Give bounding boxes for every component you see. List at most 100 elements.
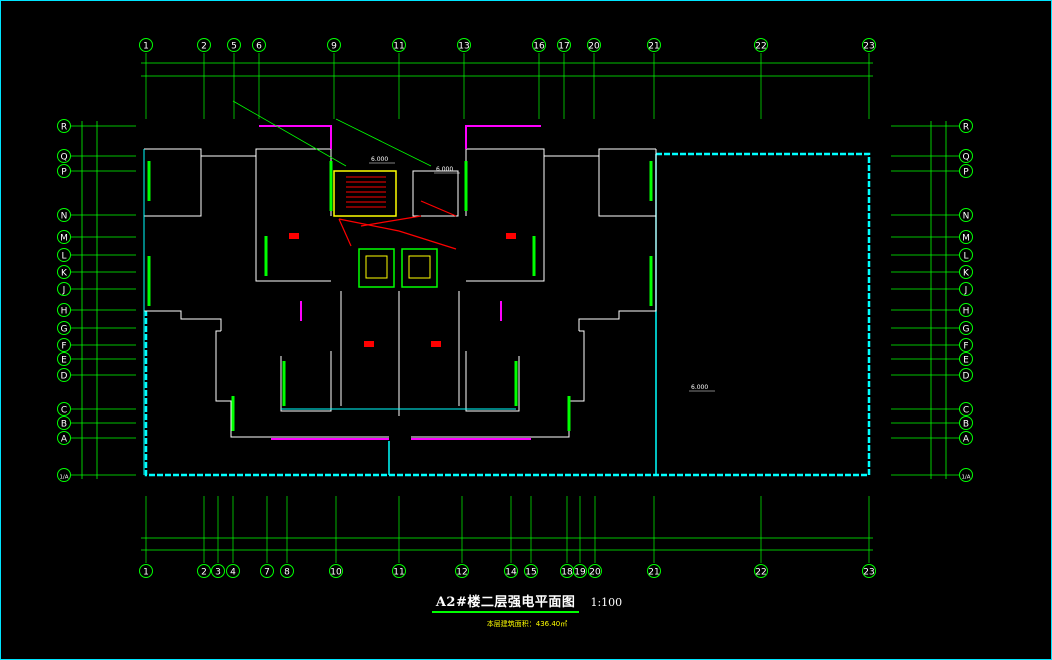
axis-bubble-circle — [57, 119, 71, 133]
bottom-axis-bubble: 18 — [560, 564, 574, 578]
right-row-bubble: N — [959, 208, 973, 222]
wall-segment — [143, 149, 222, 331]
floor-area-label: 本层建筑面积： — [486, 620, 536, 628]
axis-bubble-circle — [959, 303, 973, 317]
axis-bubble-circle — [754, 38, 768, 52]
title-block: A2#楼二层强电平面图 1:100 本层建筑面积：436.40㎡ — [1, 591, 1052, 629]
wall-segment — [466, 156, 545, 282]
axis-bubble-circle — [959, 119, 973, 133]
axis-bubble-label: J — [62, 286, 66, 296]
right-row-bubble: 1/A — [959, 468, 973, 482]
axis-bubble-label: 5 — [231, 42, 237, 52]
left-row-bubble: R — [57, 119, 71, 133]
distribution-box — [364, 341, 374, 347]
axis-bubble-label: R — [61, 123, 67, 133]
wall-segment — [465, 351, 520, 412]
wall-segment — [411, 330, 585, 438]
top-axis-bubble: 5 — [227, 38, 241, 52]
top-axis-bubble: 1 — [139, 38, 153, 52]
elevator-right — [401, 248, 438, 288]
axis-bubble-circle — [197, 564, 211, 578]
shaft-box — [412, 170, 459, 217]
axis-bubble-label: 8 — [284, 568, 290, 578]
axis-bubble-label: 9 — [331, 42, 337, 52]
wall-segment — [255, 156, 331, 282]
elevation-label: 6.000 — [371, 156, 388, 163]
axis-bubble-label: B — [963, 420, 969, 430]
wall-segment — [144, 156, 202, 217]
axis-bubble-circle — [139, 564, 153, 578]
axis-bubble-label: R — [963, 123, 969, 133]
bottom-axis-bubble: 7 — [260, 564, 274, 578]
axis-bubble-label: 21 — [648, 568, 659, 578]
axis-bubble-circle — [588, 564, 602, 578]
elevator-left — [358, 248, 395, 288]
axis-bubble-label: K — [963, 269, 970, 279]
wall-segment — [144, 148, 332, 216]
axis-bubble-label: 20 — [589, 568, 601, 578]
axis-bubble-circle — [455, 564, 469, 578]
axis-bubble-circle — [959, 321, 973, 335]
bottom-axis-bubble: 12 — [455, 564, 469, 578]
wiring-run — [398, 230, 457, 250]
axis-bubble-circle — [57, 402, 71, 416]
elevator-car-right — [408, 255, 431, 279]
axis-bubble-label: M — [60, 234, 68, 244]
axis-bubble-label: D — [61, 372, 68, 382]
axis-bubble-label: G — [963, 325, 970, 335]
axis-bubble-label: 4 — [230, 568, 236, 578]
axis-bubble-label: Q — [962, 153, 969, 163]
axis-bubble-label: 1 — [143, 568, 149, 578]
axis-bubble-label: 13 — [458, 42, 469, 52]
axis-bubble-label: 16 — [533, 42, 545, 52]
axis-bubble-circle — [57, 368, 71, 382]
top-axis-bubble: 11 — [392, 38, 406, 52]
axis-bubble-circle — [260, 564, 274, 578]
axis-bubble-circle — [327, 38, 341, 52]
bottom-axis-bubble: 4 — [226, 564, 240, 578]
wiring-run — [360, 215, 422, 227]
axis-bubble-label: L — [963, 252, 968, 262]
top-axis-bubble: 21 — [647, 38, 661, 52]
right-row-bubble: G — [959, 321, 973, 335]
axis-bubble-label: 1/A — [59, 475, 68, 481]
floor-area-value: 436.40㎡ — [535, 620, 568, 628]
wall-segment — [598, 156, 656, 217]
axis-bubble-label: C — [963, 406, 969, 416]
bottom-axis-bubble: 8 — [280, 564, 294, 578]
top-axis-bubble: 22 — [754, 38, 768, 52]
axis-bubble-circle — [57, 431, 71, 445]
right-row-bubble: J — [959, 282, 973, 296]
bottom-axis-bubble: 10 — [329, 564, 343, 578]
top-axis-bubble: 17 — [557, 38, 571, 52]
axis-bubble-circle — [959, 416, 973, 430]
axis-bubble-label: 10 — [330, 568, 342, 578]
floor-area-note: 本层建筑面积：436.40㎡ — [1, 619, 1052, 629]
axis-bubble-label: E — [963, 356, 969, 366]
axis-bubble-label: 6 — [256, 42, 262, 52]
axis-bubble-label: 2 — [201, 42, 207, 52]
elevator-car-left — [365, 255, 388, 279]
axis-bubble-circle — [57, 282, 71, 296]
axis-bubble-label: G — [61, 325, 68, 335]
balcony-wall — [259, 125, 332, 149]
axis-bubble-label: 3 — [215, 568, 221, 578]
right-row-bubble: H — [959, 303, 973, 317]
elevation-label: 6.000 — [436, 166, 453, 173]
axis-bubble-circle — [280, 564, 294, 578]
axis-bubble-circle — [392, 564, 406, 578]
right-row-bubble: B — [959, 416, 973, 430]
left-row-bubble: M — [57, 230, 71, 244]
top-axis-bubble: 16 — [532, 38, 546, 52]
axis-bubble-circle — [57, 230, 71, 244]
left-row-bubble: D — [57, 368, 71, 382]
bottom-axis-bubble: 19 — [573, 564, 587, 578]
leader-line — [335, 118, 432, 167]
bottom-axis-bubble: 11 — [392, 564, 406, 578]
left-row-bubble: G — [57, 321, 71, 335]
axis-bubble-circle — [57, 265, 71, 279]
left-row-bubble: K — [57, 265, 71, 279]
room-walls — [143, 125, 657, 475]
